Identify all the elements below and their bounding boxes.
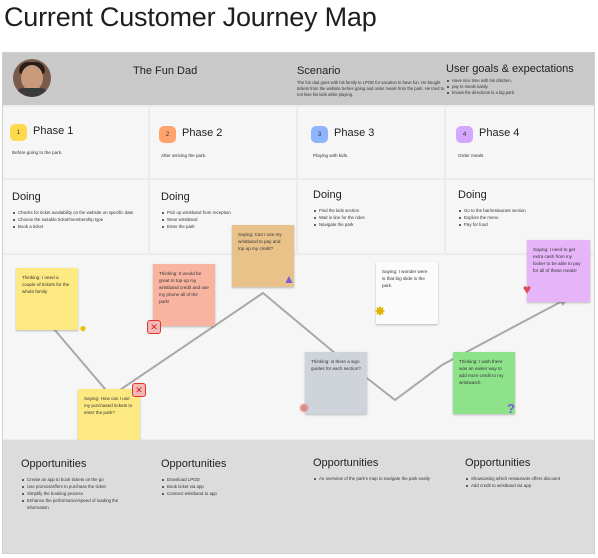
persona-header (3, 53, 594, 105)
doing-list: Checks for ticket availability on the we… (12, 209, 147, 230)
doing-item: Find the kids section (313, 207, 448, 214)
phase-description: Before going to the park. (12, 150, 63, 155)
sticky-note[interactable]: Thinking: I wish there was an easier way… (453, 352, 515, 414)
doing-item: Go to the bar/restaurant section (458, 207, 593, 214)
opportunities-heading: Opportunities (313, 457, 379, 469)
opportunity-item: Simplify the booking process (21, 490, 131, 497)
phase-title: Phase 4 (479, 127, 520, 139)
cross-icon: ✕ (132, 383, 146, 397)
doing-heading: Doing (161, 191, 190, 203)
doing-heading: Doing (12, 191, 41, 203)
opportunities-heading: Opportunities (161, 458, 227, 470)
goals-heading: User goals & expectations (446, 63, 574, 75)
sun-icon: ✸ (374, 303, 386, 319)
cross-icon: ✕ (147, 320, 161, 334)
phase-title: Phase 1 (33, 125, 74, 137)
persona-name: The Fun Dad (133, 65, 198, 77)
opportunities-list: An overview of the park's map to navigat… (313, 475, 433, 482)
note-text: Saying: I wonder were is that big slide … (382, 269, 428, 288)
opportunity-item: Showcasing which restaurants offers disc… (465, 475, 587, 482)
phase-number-badge: 2 (159, 126, 176, 143)
opportunities-heading: Opportunities (465, 457, 531, 469)
avatar (13, 59, 51, 97)
scenario-text: The fun dad goes with his family to LPOD… (297, 80, 445, 97)
sticky-note[interactable]: Thinking: I need a couple of tickets for… (16, 268, 78, 330)
opportunity-item: An overview of the park's map to navigat… (313, 475, 433, 482)
doing-item: Choose the suitable ticket/membership ty… (12, 216, 147, 223)
note-text: Thinking: It would be great to top-up my… (159, 271, 209, 304)
phase-cell (150, 107, 296, 178)
doing-list: Find the kids section Wait in line for t… (313, 207, 448, 228)
sticky-note[interactable]: Thinking: It would be great to top-up my… (153, 264, 215, 326)
doing-item: Wear wristband (161, 216, 296, 223)
goal-item: knows the directions in a big park. (446, 90, 591, 96)
doing-item: Book a ticket (12, 223, 147, 230)
doing-heading: Doing (313, 189, 342, 201)
opportunity-item: Book ticket via app (161, 483, 281, 490)
note-text: Saying: Can I use my wristband to pay an… (238, 232, 282, 251)
opportunities-heading: Opportunities (21, 458, 87, 470)
heart-icon: ♥ (522, 281, 532, 297)
opportunities-list: Create an app to book tickets on the go … (21, 476, 131, 511)
opportunity-item: Use promos/offers to purchase the ticket (21, 483, 131, 490)
doing-item: Pay for food (458, 221, 593, 228)
opportunities-list: Download LPOD Book ticket via app Connec… (161, 476, 281, 497)
splat-icon: ✹ (298, 400, 310, 416)
opportunity-item: Enhance the performance/speed of loading… (21, 497, 131, 511)
doing-cell (3, 180, 148, 253)
opportunity-item: Download LPOD (161, 476, 281, 483)
goals-list: Have nice time with his children. pay to… (446, 78, 591, 96)
doing-heading: Doing (458, 189, 487, 201)
goal-item: pay to meals easily. (446, 84, 591, 90)
doing-list: Pick up wristband from reception Wear wr… (161, 209, 296, 230)
doing-item: Pick up wristband from reception (161, 209, 296, 216)
scenario-heading: Scenario (297, 65, 341, 77)
sticky-note[interactable]: Saying: I need to get extra cash from my… (527, 240, 590, 302)
doing-item: Explore the menu (458, 214, 593, 221)
phase-cell (446, 107, 594, 178)
phase-number-badge: 1 (10, 124, 27, 141)
phase-number-badge: 4 (456, 126, 473, 143)
thumbs-up-icon: ▲ (283, 272, 295, 286)
opportunities-list: Showcasing which restaurants offers disc… (465, 475, 587, 489)
doing-cell (298, 180, 444, 253)
lightbulb-icon: ● (79, 321, 87, 335)
phase-title: Phase 3 (334, 127, 375, 139)
note-text: Thinking: I wish there was an easier way… (459, 359, 504, 385)
opportunities-lane (3, 440, 594, 553)
sticky-note[interactable]: Saying: I wonder were is that big slide … (376, 262, 438, 324)
goal-item: Have nice time with his children. (446, 78, 591, 84)
phase-description: Playing with kids. (313, 153, 349, 158)
phase-description: After arriving the park. (161, 153, 207, 158)
opportunity-item: Connect wristband to app (161, 490, 281, 497)
phase-title: Phase 2 (182, 127, 223, 139)
sticky-note[interactable]: Thinking: is there a sign guides for eac… (305, 352, 367, 414)
doing-list: Go to the bar/restaurant section Explore… (458, 207, 593, 228)
doing-item: Wait in line for the rides (313, 214, 448, 221)
note-text: Thinking: I need a couple of tickets for… (22, 275, 70, 294)
phase-cell (3, 107, 148, 178)
doing-item: Enter the park (161, 223, 296, 230)
page-title: Current Customer Journey Map (4, 2, 377, 32)
note-text: Thinking: is there a sign guides for eac… (311, 359, 361, 371)
note-text: Saying: I need to get extra cash from my… (533, 247, 581, 273)
phase-description: Order meals. (458, 153, 485, 158)
sticky-note[interactable]: Saying: Can I use my wristband to pay an… (232, 225, 294, 287)
opportunity-item: Add credit to wristband via app (465, 482, 587, 489)
question-icon: ? (507, 400, 515, 416)
phase-number-badge: 3 (311, 126, 328, 143)
note-text: Saying: How can I use my purchased ticke… (84, 396, 133, 415)
doing-item: Checks for ticket availability on the we… (12, 209, 147, 216)
doing-item: Navigate the park (313, 221, 448, 228)
opportunity-item: Create an app to book tickets on the go (21, 476, 131, 483)
